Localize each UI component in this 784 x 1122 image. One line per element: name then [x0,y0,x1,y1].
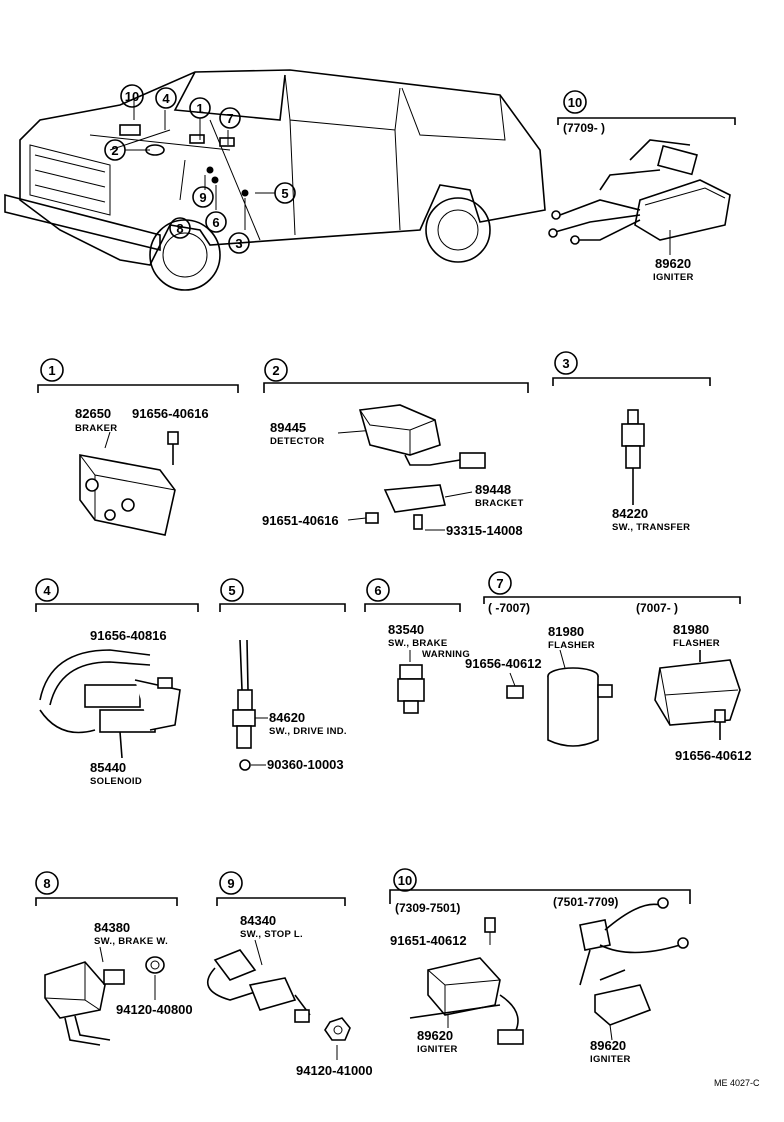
svg-text:4: 4 [162,91,170,106]
svg-text:81980: 81980 [673,622,709,637]
svg-text:6: 6 [212,215,219,230]
svg-text:(7007- ): (7007- ) [636,601,678,615]
callout-5: 5 [274,182,296,204]
svg-text:82650: 82650 [75,406,111,421]
svg-text:93315-14008: 93315-14008 [446,523,523,538]
svg-text:84340: 84340 [240,913,276,928]
section-10-bottom: 10 (7309-7501) (7501-7709) 91651-40612 8… [389,868,691,1065]
svg-text:SW., BRAKE: SW., BRAKE [388,638,447,649]
section-2: 2 89445 DETECTOR 89448 BRACKET 91651-406… [262,358,529,538]
svg-text:8: 8 [43,876,50,891]
vehicle-illustration [4,69,546,291]
svg-text:10: 10 [568,95,582,110]
svg-text:2: 2 [272,363,279,378]
svg-text:7: 7 [496,576,503,591]
svg-text:91656-40612: 91656-40612 [675,748,752,763]
section-4: 4 91656-40816 85440 SOLENOID [35,578,199,787]
svg-text:IGNITER: IGNITER [590,1054,631,1065]
svg-text:FLASHER: FLASHER [548,640,595,651]
svg-text:SW., TRANSFER: SW., TRANSFER [612,522,690,533]
svg-text:94120-41000: 94120-41000 [296,1063,373,1078]
svg-text:SW., STOP L.: SW., STOP L. [240,929,303,940]
svg-text:10: 10 [125,89,139,104]
svg-text:91656-40612: 91656-40612 [465,656,542,671]
svg-text:2: 2 [111,143,118,158]
svg-text:94120-40800: 94120-40800 [116,1002,193,1017]
callout-9: 9 [192,186,214,208]
svg-text:WARNING: WARNING [422,649,470,660]
svg-text:3: 3 [562,356,569,371]
figure-code: ME 4027-C [714,1078,760,1088]
section-7: 7 ( -7007) (7007- ) 81980 FLASHER 81980 … [465,571,752,763]
callout-7: 7 [219,107,241,129]
svg-text:1: 1 [48,363,55,378]
svg-text:9: 9 [199,190,206,205]
svg-text:( -7007): ( -7007) [488,601,530,615]
svg-text:91651-40612: 91651-40612 [390,933,467,948]
section-3: 3 84220 SW., TRANSFER [552,351,711,533]
callout-4: 4 [155,87,177,109]
svg-text:84620: 84620 [269,710,305,725]
svg-text:89448: 89448 [475,482,511,497]
svg-text:8: 8 [176,221,183,236]
svg-text:5: 5 [281,186,288,201]
svg-text:(7501-7709): (7501-7709) [553,895,618,909]
callout-3: 3 [228,232,250,254]
section-8: 8 84380 SW., BRAKE W. 94120-40800 [35,871,193,1046]
svg-text:SW., DRIVE IND.: SW., DRIVE IND. [269,726,347,737]
svg-text:89620: 89620 [590,1038,626,1053]
section-1: 1 82650 BRAKER 91656-40616 [37,358,239,536]
svg-text:1: 1 [196,101,203,116]
section-10-top: 10 (7709- ) 89620 IGNITER [548,90,736,283]
svg-text:(7709- ): (7709- ) [563,121,605,135]
svg-text:3: 3 [235,236,242,251]
svg-text:BRACKET: BRACKET [475,498,524,509]
svg-text:4: 4 [43,583,51,598]
svg-text:91656-40616: 91656-40616 [132,406,209,421]
svg-text:10: 10 [398,873,412,888]
vehicle-callouts: 10 4 1 7 2 9 8 6 3 5 [104,84,296,254]
section-9: 9 84340 SW., STOP L. 94120-41000 [206,871,373,1078]
svg-text:9: 9 [227,876,234,891]
svg-text:83540: 83540 [388,622,424,637]
callout-2: 2 [104,139,126,161]
svg-text:85440: 85440 [90,760,126,775]
svg-text:DETECTOR: DETECTOR [270,436,324,447]
svg-text:84220: 84220 [612,506,648,521]
callout-10: 10 [120,84,144,108]
callout-8: 8 [169,217,191,239]
svg-text:84380: 84380 [94,920,130,935]
svg-text:89445: 89445 [270,420,306,435]
svg-text:89620: 89620 [417,1028,453,1043]
svg-text:91651-40616: 91651-40616 [262,513,339,528]
svg-text:IGNITER: IGNITER [417,1044,458,1055]
svg-text:91656-40816: 91656-40816 [90,628,167,643]
section-6: 6 83540 SW., BRAKE WARNING [364,578,470,714]
svg-text:7: 7 [226,111,233,126]
svg-text:FLASHER: FLASHER [673,638,720,649]
svg-text:BRAKER: BRAKER [75,423,117,434]
svg-text:SW., BRAKE W.: SW., BRAKE W. [94,936,168,947]
svg-text:SOLENOID: SOLENOID [90,776,142,787]
callout-6: 6 [205,211,227,233]
svg-text:89620: 89620 [655,256,691,271]
svg-text:90360-10003: 90360-10003 [267,757,344,772]
section-5: 5 84620 SW., DRIVE IND. 90360-10003 [219,578,347,772]
svg-text:IGNITER: IGNITER [653,272,694,283]
svg-text:6: 6 [374,583,381,598]
callout-1: 1 [189,97,211,119]
svg-text:5: 5 [228,583,235,598]
svg-text:(7309-7501): (7309-7501) [395,901,460,915]
svg-text:81980: 81980 [548,624,584,639]
